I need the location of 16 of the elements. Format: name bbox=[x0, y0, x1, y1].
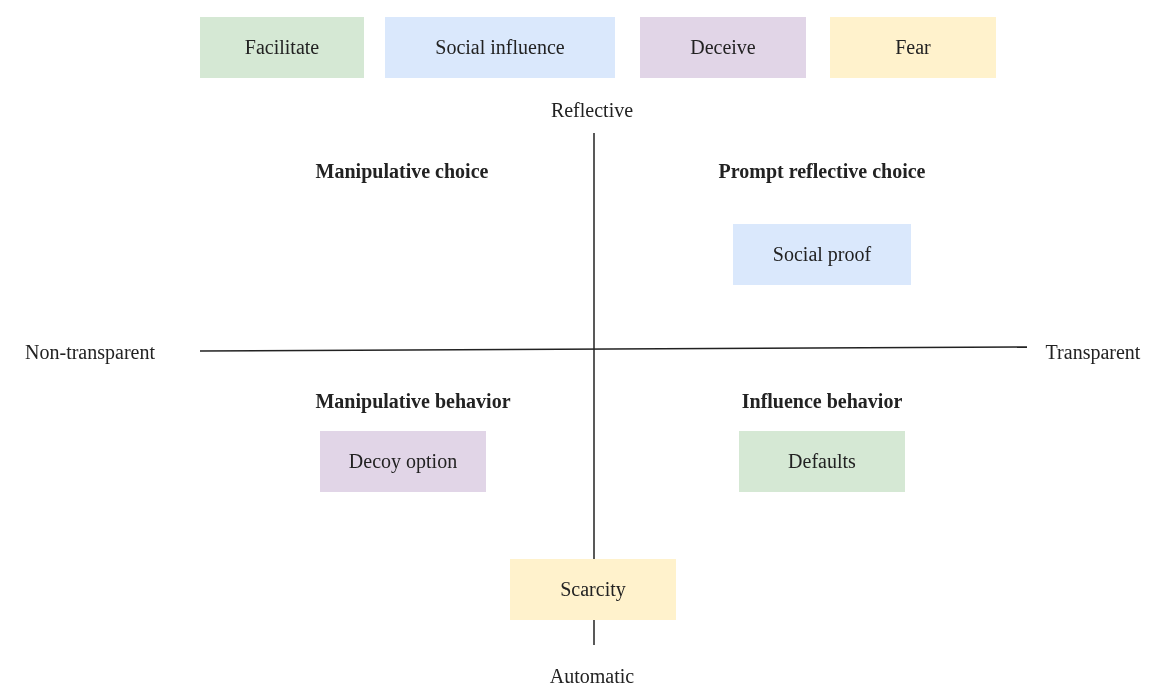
category-box: Decoy option bbox=[320, 431, 486, 492]
quadrant-title: Manipulative choice bbox=[315, 159, 489, 183]
axis-label: Automatic bbox=[549, 664, 635, 686]
quadrant-title: Prompt reflective choice bbox=[718, 159, 926, 183]
category-box: Defaults bbox=[739, 431, 905, 492]
axis-label: Transparent bbox=[1045, 340, 1141, 364]
category-box: Scarcity bbox=[510, 559, 676, 620]
quadrant-title: Influence behavior bbox=[741, 389, 903, 413]
axis-label: Non-transparent bbox=[25, 340, 155, 364]
legend-swatch: Social influence bbox=[385, 17, 615, 78]
legend-swatch: Fear bbox=[830, 17, 996, 78]
axis-label: Reflective bbox=[550, 98, 634, 122]
legend-swatch: Deceive bbox=[640, 17, 806, 78]
legend-swatch: Facilitate bbox=[200, 17, 364, 78]
category-box: Social proof bbox=[733, 224, 911, 285]
quadrant-title: Manipulative behavior bbox=[315, 389, 511, 413]
